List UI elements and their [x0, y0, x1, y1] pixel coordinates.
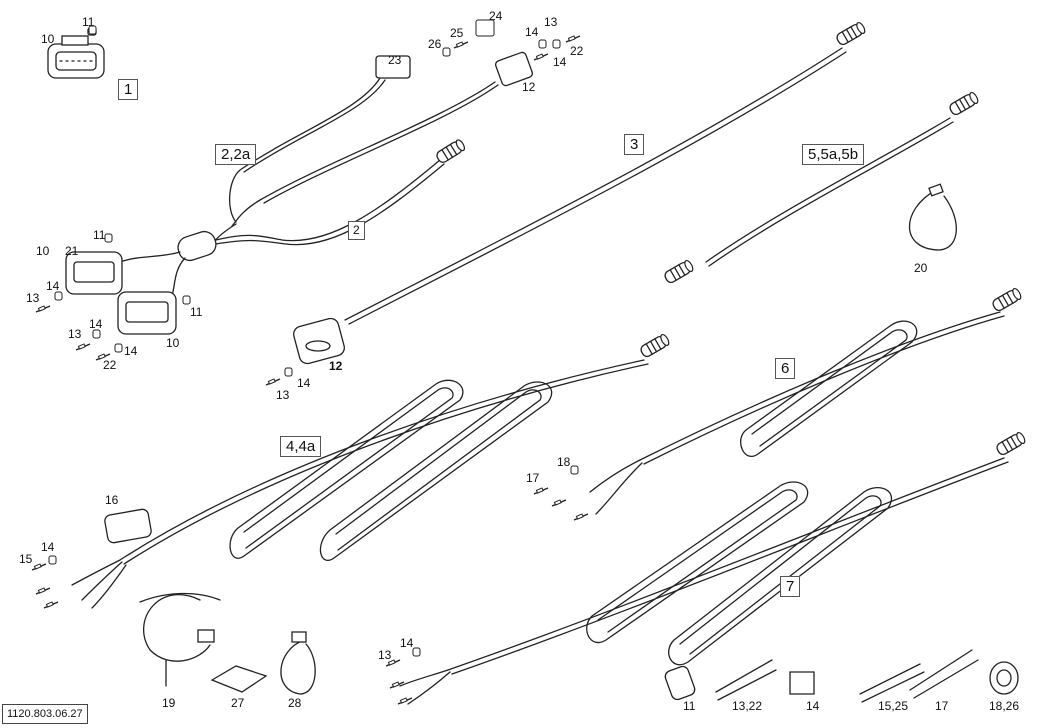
part-label: 17: [935, 699, 949, 713]
part-label: 14: [806, 699, 820, 713]
part-label: 19: [162, 696, 176, 710]
part-label: 17: [526, 471, 540, 485]
part-label: 13: [378, 648, 392, 662]
harness-4: [71, 332, 672, 609]
part-label: 10: [41, 32, 55, 46]
cable-tie-19: [143, 594, 211, 662]
part-label: 14: [297, 376, 311, 390]
callout-1: 1: [118, 79, 139, 100]
part-label: 14: [46, 279, 60, 293]
part-label: 13: [276, 388, 290, 402]
part-label: 14: [89, 317, 103, 331]
part-label: 24: [489, 9, 503, 23]
part-label: 23: [388, 53, 402, 67]
part-label: 20: [914, 261, 928, 275]
cable-tie-20: [908, 189, 957, 251]
part-label: 14: [124, 344, 138, 358]
pins-and-seals: [31, 19, 589, 705]
part-label: 28: [288, 696, 302, 710]
harness-5: [662, 90, 981, 285]
part-label: 14: [525, 25, 539, 39]
part-label: 13: [26, 291, 40, 305]
callout-2-2a: 2,2a: [215, 144, 257, 165]
part-label: 14: [41, 540, 55, 554]
callout-4: 4,4a: [280, 436, 322, 457]
callout-6: 6: [775, 358, 796, 379]
part-label: 10: [166, 336, 180, 350]
connector-1: [47, 27, 105, 79]
part-label: 12: [329, 359, 343, 373]
part-label: 16: [105, 493, 119, 507]
part-label: 14: [400, 636, 414, 650]
part-label: 11: [82, 15, 95, 29]
part-label: 15: [19, 552, 33, 566]
part-label: 12: [522, 80, 536, 94]
clip-27: [210, 665, 268, 693]
callout-5: 5,5a,5b: [802, 144, 865, 165]
callout-7: 7: [780, 576, 801, 597]
harness-3: [293, 20, 868, 365]
part-label: 11: [683, 699, 696, 713]
harness-2: [65, 51, 534, 335]
small-parts-row: [664, 649, 1019, 703]
callout-3: 3: [624, 134, 645, 155]
harness-7: [399, 430, 1028, 705]
part-label: 27: [231, 696, 245, 710]
part-label: 26: [428, 37, 442, 51]
part-label: 14: [553, 55, 567, 69]
part-label: 21: [65, 244, 79, 258]
part-label: 13,22: [732, 699, 763, 713]
drawing-reference-number: 1120.803.06.27: [2, 704, 88, 724]
part-label: 22: [103, 358, 117, 372]
part-label: 18,26: [989, 699, 1020, 713]
part-label: 10: [36, 244, 50, 258]
part-label: 13: [68, 327, 82, 341]
part-label: 22: [570, 44, 584, 58]
callout-2: 2: [348, 221, 365, 240]
part-label: 13: [544, 15, 558, 29]
harness-6: [589, 286, 1024, 515]
part-label: 25: [450, 26, 464, 40]
part-label: 11: [93, 228, 106, 242]
part-label: 15,25: [878, 699, 909, 713]
part-label: 18: [557, 455, 571, 469]
part-label: 11: [190, 305, 203, 319]
cable-tie-28: [280, 639, 316, 695]
